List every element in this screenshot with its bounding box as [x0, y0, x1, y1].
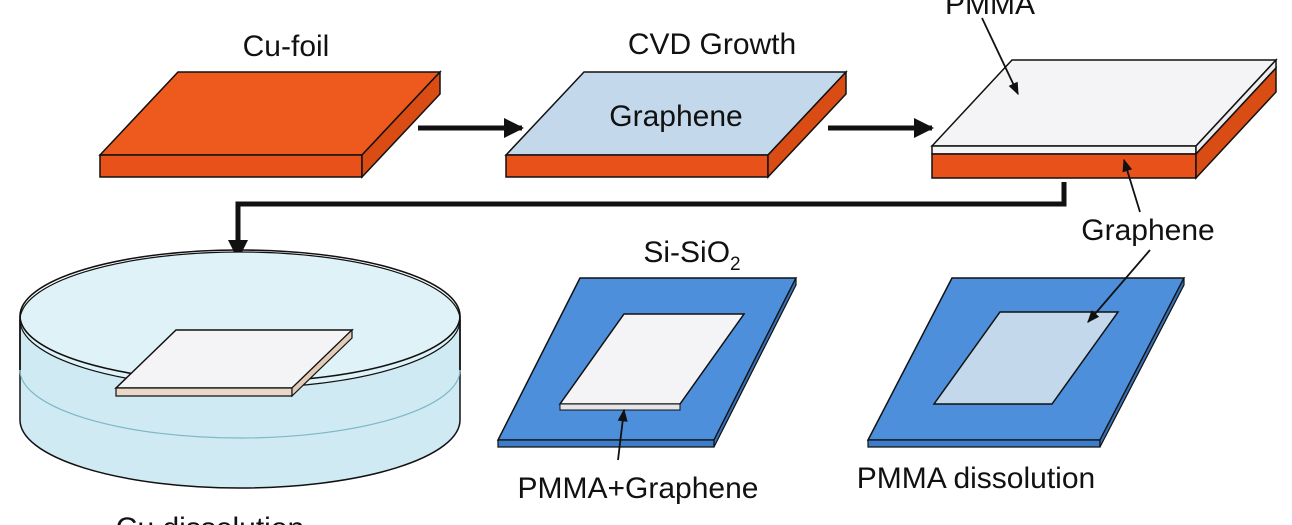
- si-sio2-label: Si-SiO2: [643, 236, 740, 275]
- pmma-dissolution-label: PMMA dissolution: [857, 462, 1095, 495]
- cu-foil-label: Cu-foil: [243, 30, 330, 63]
- pmma-graphene-pointer: [617, 408, 628, 461]
- substrate-with-graphene: [866, 277, 1186, 448]
- pmma-coated-slab: [930, 58, 1278, 180]
- si-sio2-subscript: 2: [730, 254, 741, 275]
- graphene-right-label: Graphene: [1081, 214, 1214, 247]
- cvd-graphene-slab: [504, 70, 848, 179]
- petri-dish: [19, 249, 461, 489]
- graphene-pointer-up: [1122, 158, 1141, 213]
- pmma-pointer: [981, 17, 1019, 96]
- si-sio2-text: Si-SiO: [643, 236, 730, 269]
- cu-dissolution-label: Cu dissolution: [116, 512, 304, 525]
- substrate-with-film: [496, 277, 798, 448]
- cvd-growth-label: CVD Growth: [628, 28, 796, 61]
- cu-foil-slab: [98, 70, 442, 179]
- graphene-pointer-down: [1087, 249, 1151, 323]
- pmma-top-label: PMMA: [945, 0, 1035, 21]
- graphene-on-foil-label: Graphene: [609, 100, 742, 133]
- pmma-graphene-label: PMMA+Graphene: [518, 472, 759, 505]
- return-arrow: [228, 182, 1067, 260]
